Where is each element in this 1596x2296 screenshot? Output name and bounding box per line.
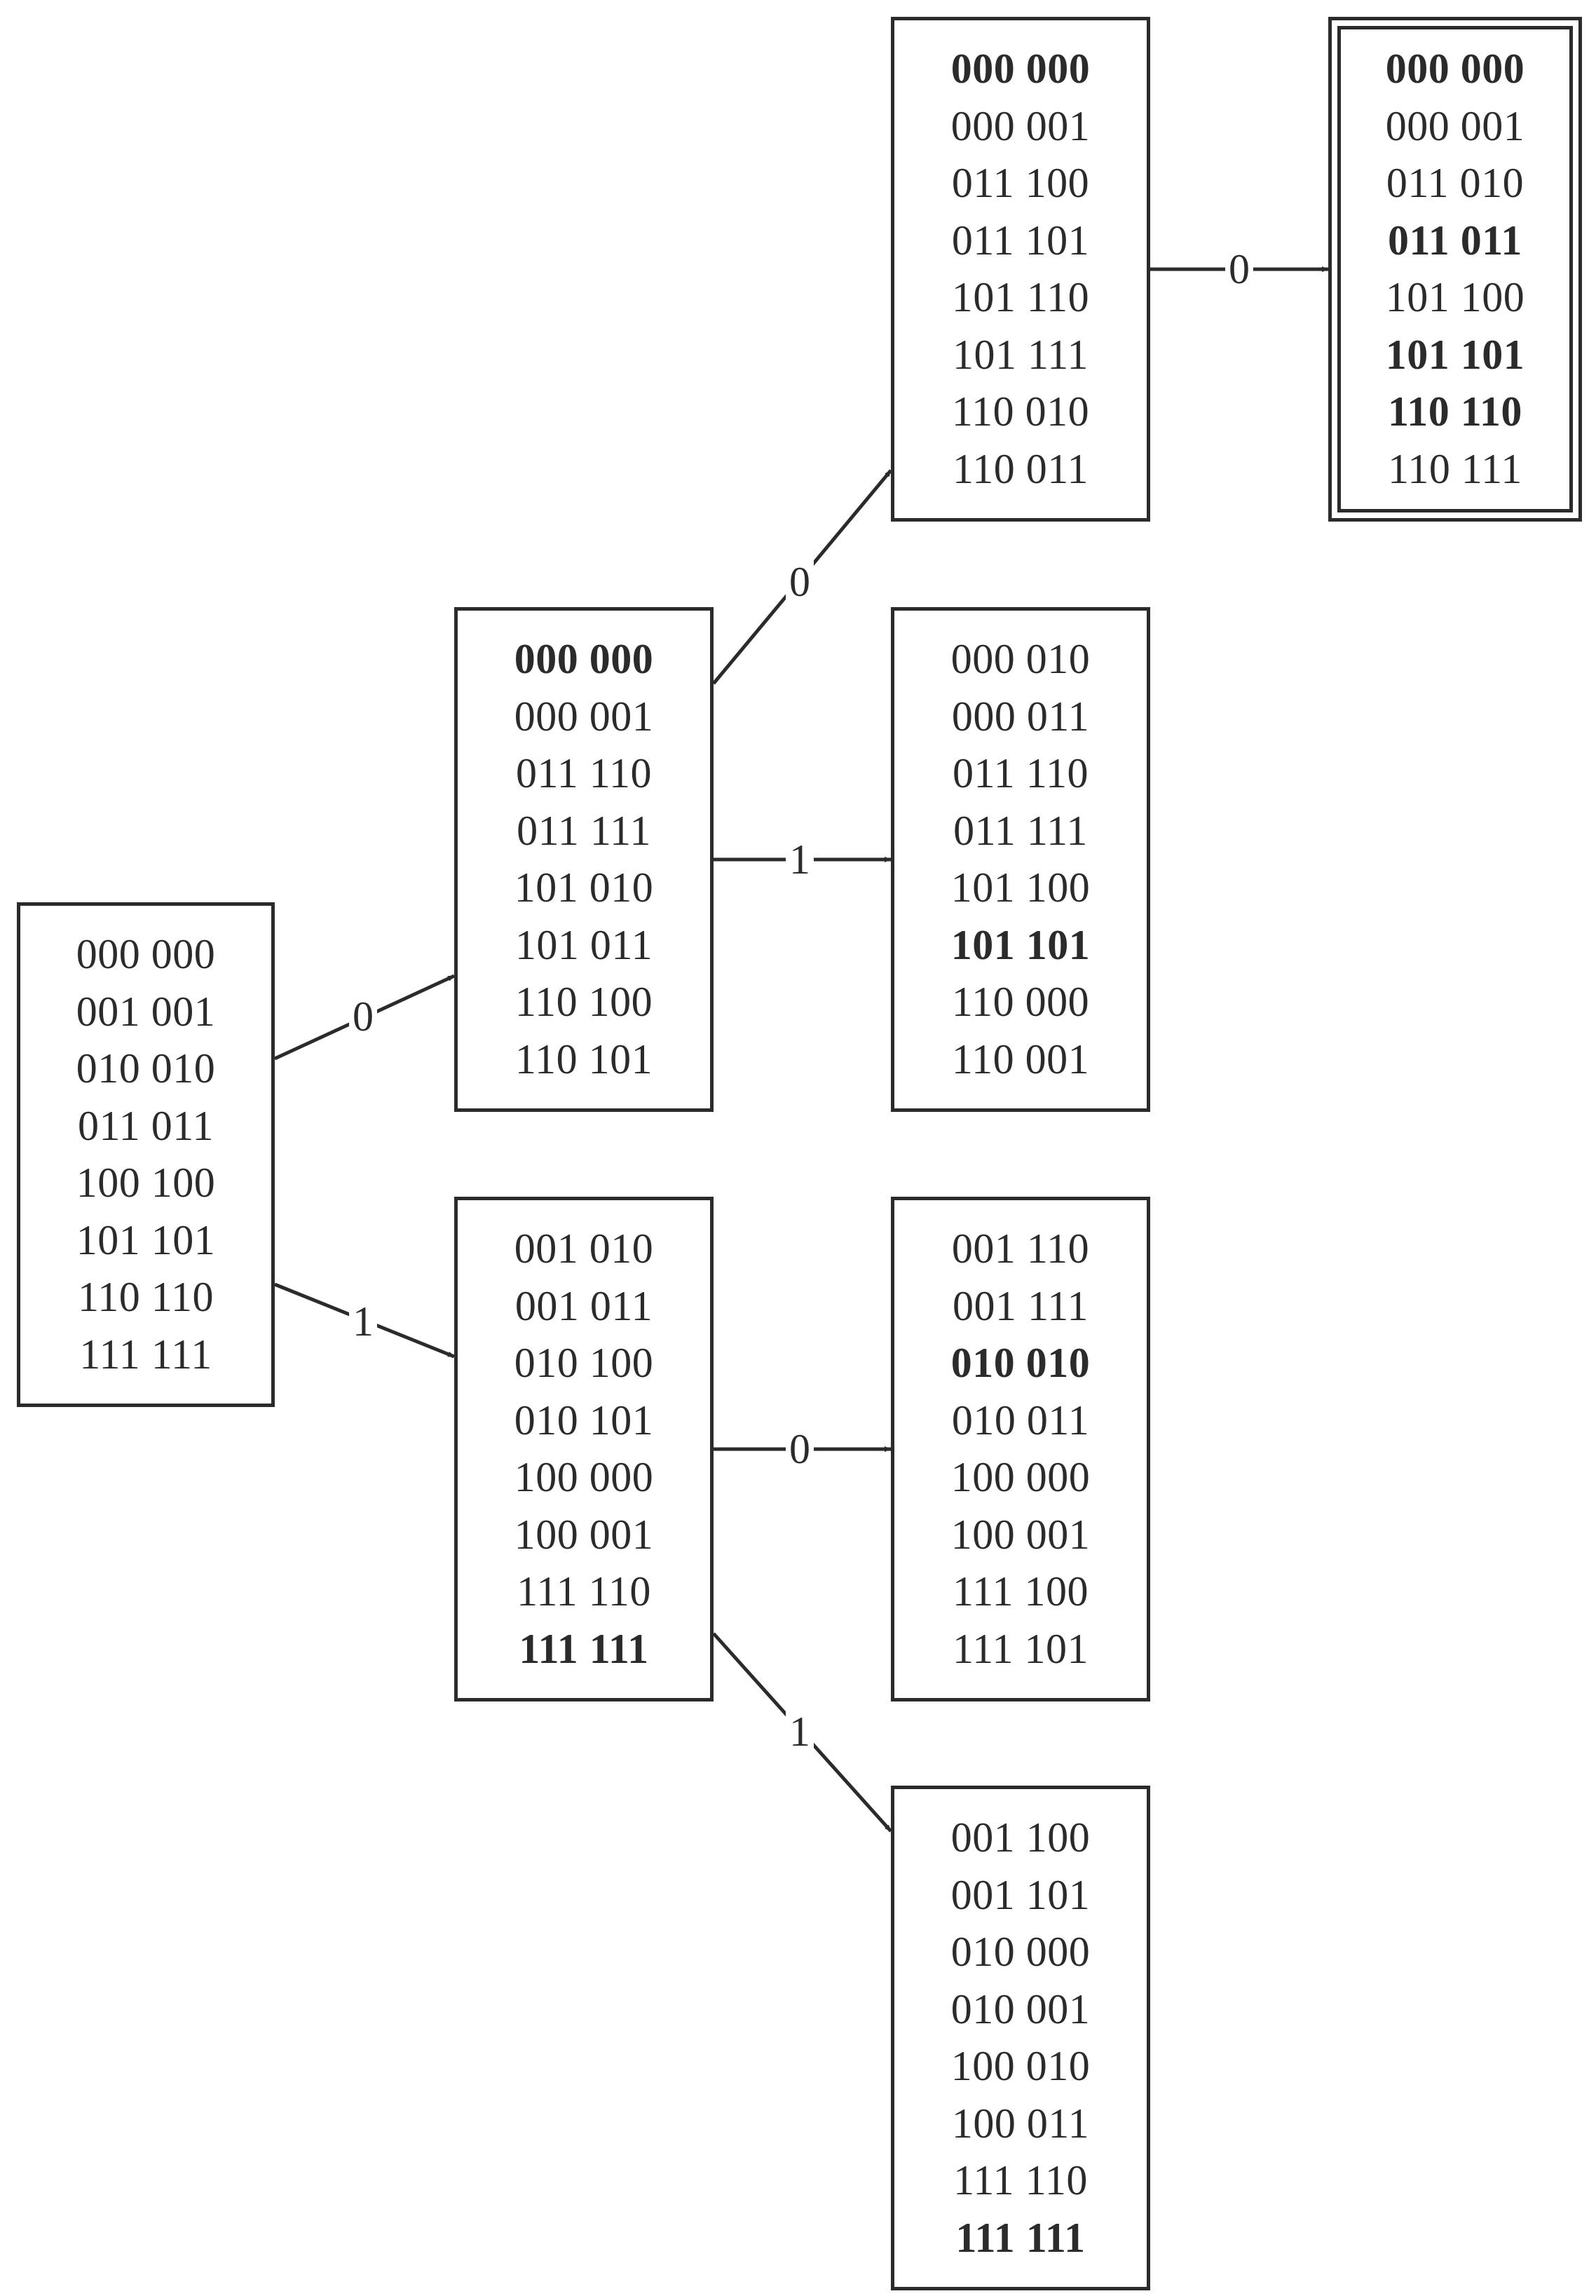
code-row: 111 101	[952, 1625, 1089, 1672]
code-row: 100 100	[76, 1160, 216, 1206]
node-10: 001 110 001 111 010 010 010 011 100 000 100 0…	[891, 1197, 1150, 1701]
code-row: 000 000	[950, 46, 1091, 92]
edge-label: 1	[353, 1298, 374, 1345]
code-row: 001 101	[950, 1871, 1091, 1918]
edge-label: 0	[353, 993, 374, 1040]
code-row: 000 010	[950, 636, 1091, 682]
code-row: 100 011	[951, 2100, 1090, 2147]
node-root: 000 000 001 001 010 010 011 011 100 100 101 1…	[17, 902, 275, 1407]
code-row: 010 000	[950, 1929, 1091, 1975]
code-row: 001 010	[514, 1225, 654, 1272]
code-row: 001 001	[76, 988, 216, 1035]
code-row: 111 110	[953, 2157, 1088, 2203]
code-row: 001 011	[514, 1282, 653, 1329]
code-row: 100 001	[514, 1511, 654, 1558]
code-row: 011 101	[951, 217, 1090, 264]
node-11: 001 100 001 101 010 000 010 001 100 010 100 0…	[891, 1786, 1150, 2290]
code-row: 111 100	[952, 1568, 1089, 1615]
code-row: 111 110	[517, 1568, 651, 1615]
node-00: 000 000 000 001 011 100 011 101 101 110 101 1…	[891, 17, 1150, 522]
code-row: 000 001	[950, 102, 1091, 149]
code-row: 010 010	[76, 1045, 216, 1092]
code-row: 101 110	[951, 274, 1090, 320]
code-row: 001 110	[951, 1225, 1090, 1272]
node-0: 000 000 000 001 011 110 011 111 101 010 101 0…	[454, 607, 714, 1112]
code-row: 000 000	[76, 931, 216, 977]
code-row: 101 100	[1385, 274, 1525, 320]
code-row: 101 101	[950, 921, 1091, 968]
code-row: 110 010	[951, 388, 1090, 435]
code-row: 101 011	[514, 921, 653, 968]
code-row: 101 100	[950, 864, 1091, 911]
code-row: 010 001	[950, 1985, 1091, 2032]
edge-label-background	[349, 994, 377, 1039]
edge-label-background	[786, 1709, 814, 1754]
code-row: 001 100	[950, 1814, 1091, 1861]
code-row: 010 011	[951, 1397, 1090, 1444]
code-row: 110 110	[77, 1274, 214, 1320]
code-row: 110 001	[951, 1035, 1090, 1082]
code-row: 000 000	[514, 636, 654, 682]
code-row: 101 101	[76, 1216, 216, 1263]
edge-label: 1	[789, 1709, 810, 1755]
code-row: 000 001	[1385, 102, 1525, 149]
edge-label: 0	[789, 1426, 810, 1472]
code-row: 110 111	[1388, 445, 1522, 492]
code-row: 111 111	[955, 2214, 1086, 2261]
code-row: 110 110	[1388, 388, 1522, 435]
code-row: 011 011	[1388, 217, 1522, 264]
code-row: 110 100	[514, 979, 653, 1025]
code-row: 110 000	[951, 979, 1090, 1025]
code-row: 010 100	[514, 1340, 654, 1386]
edge-label: 1	[789, 836, 810, 883]
code-row: 111 111	[79, 1331, 212, 1378]
code-row: 110 101	[514, 1035, 653, 1082]
edge-label-background	[1225, 247, 1253, 292]
edge-label-background	[786, 1427, 814, 1472]
code-row: 011 110	[952, 750, 1089, 796]
node-000-accepting: 000 000 000 001 011 010 011 011 101 100 101 1…	[1328, 17, 1582, 522]
code-row: 011 111	[953, 807, 1088, 854]
code-row: 000 000	[1385, 46, 1525, 92]
node-1: 001 010 001 011 010 100 010 101 100 000 100 0…	[454, 1197, 714, 1701]
code-row: 000 001	[514, 693, 654, 740]
code-row: 010 101	[514, 1397, 654, 1444]
code-row: 100 000	[950, 1454, 1091, 1500]
code-row: 001 111	[952, 1282, 1089, 1329]
edge-label: 0	[789, 559, 810, 605]
edge-label-background	[786, 559, 814, 604]
code-row: 100 001	[950, 1511, 1091, 1558]
code-row: 101 101	[1385, 331, 1525, 378]
code-row: 111 111	[519, 1625, 649, 1672]
code-row: 011 100	[951, 160, 1090, 206]
code-row: 100 010	[950, 2043, 1091, 2089]
code-row: 011 111	[517, 807, 651, 854]
code-row: 011 011	[77, 1102, 214, 1149]
code-row: 010 010	[950, 1340, 1091, 1386]
code-row: 011 110	[515, 750, 653, 796]
code-row: 101 010	[514, 864, 654, 911]
code-row: 101 111	[952, 331, 1089, 378]
code-row: 011 010	[1386, 160, 1525, 206]
edge-label: 0	[1229, 246, 1250, 292]
edge-label-background	[786, 837, 814, 882]
code-row: 100 000	[514, 1454, 654, 1500]
code-row: 110 011	[952, 445, 1089, 492]
edge-label-background	[349, 1299, 377, 1344]
node-01: 000 010 000 011 011 110 011 111 101 100 101 1…	[891, 607, 1150, 1112]
code-row: 000 011	[951, 693, 1090, 740]
